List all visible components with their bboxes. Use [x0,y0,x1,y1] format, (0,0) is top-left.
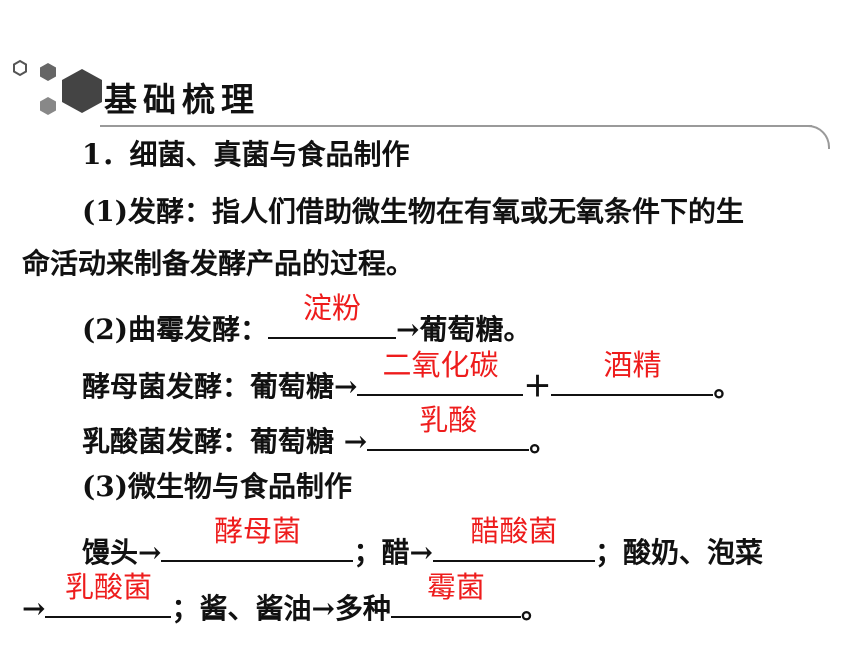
header-rule [100,125,812,127]
paragraph-1-line-1: (1)发酵：指人们借助微生物在有氧或无氧条件下的生 [82,195,744,228]
section-title: 基础梳理 [104,80,260,119]
paragraph-3: 酵母菌发酵：葡萄糖→二氧化碳＋酒精。 [82,348,742,403]
section-header: 基础梳理 [0,55,860,149]
answer-blank-starch: 淀粉 [268,291,396,339]
paragraph-7: →乳酸菌；酱、酱油→多种霉菌。 [22,570,549,625]
hexagon-decoration-icon [10,55,110,135]
answer-blank-co2: 二氧化碳 [357,348,524,396]
answer-blank-yeast: 酵母菌 [161,514,354,562]
paragraph-5: (3)微生物与食品制作 [82,470,352,503]
paragraph-1-line-2: 命活动来制备发酵产品的过程。 [22,247,415,280]
paragraph-6: 馒头→酵母菌；醋→醋酸菌；酸奶、泡菜 [82,514,763,569]
answer-blank-lactic-acid: 乳酸 [367,403,530,451]
header-rule-curve [790,125,830,149]
answer-blank-alcohol: 酒精 [551,348,714,396]
answer-blank-acetobacter: 醋酸菌 [432,514,595,562]
answer-blank-mold: 霉菌 [390,570,521,618]
paragraph-4: 乳酸菌发酵：葡萄糖 →乳酸。 [82,403,558,458]
answer-blank-lactobacillus: 乳酸菌 [45,570,172,618]
item-heading: 1．细菌、真菌与食品制作 [82,138,410,171]
paragraph-2: (2)曲霉发酵：淀粉→葡萄糖。 [82,291,532,346]
